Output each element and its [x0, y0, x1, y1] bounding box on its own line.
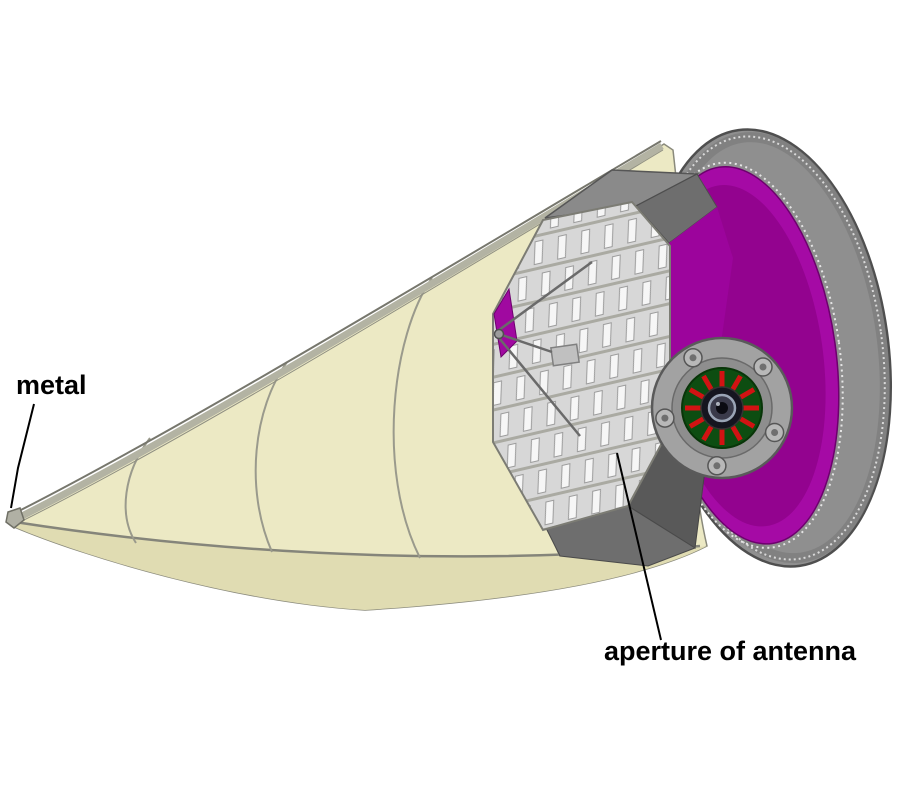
leader-line-aperture	[616, 452, 662, 641]
antenna-array	[492, 200, 671, 532]
flange-bolts	[655, 348, 785, 476]
radome-outer-band	[12, 523, 707, 610]
hub-highlight	[716, 402, 720, 406]
antenna-center-port	[550, 343, 580, 367]
leader-line-metal	[10, 403, 35, 509]
annotations: metal aperture of antenna	[10, 370, 857, 666]
motor-assembly	[650, 336, 794, 480]
pivot-pin	[493, 328, 505, 340]
radome-top-cut-outline	[10, 140, 662, 516]
support-rods	[498, 260, 593, 437]
label-metal: metal	[16, 370, 87, 400]
drum-bead-rim-icon	[652, 135, 886, 561]
bearing-bead-ring-icon	[647, 161, 844, 549]
metal-tip	[5, 507, 25, 529]
label-aperture: aperture of antenna	[604, 636, 857, 666]
